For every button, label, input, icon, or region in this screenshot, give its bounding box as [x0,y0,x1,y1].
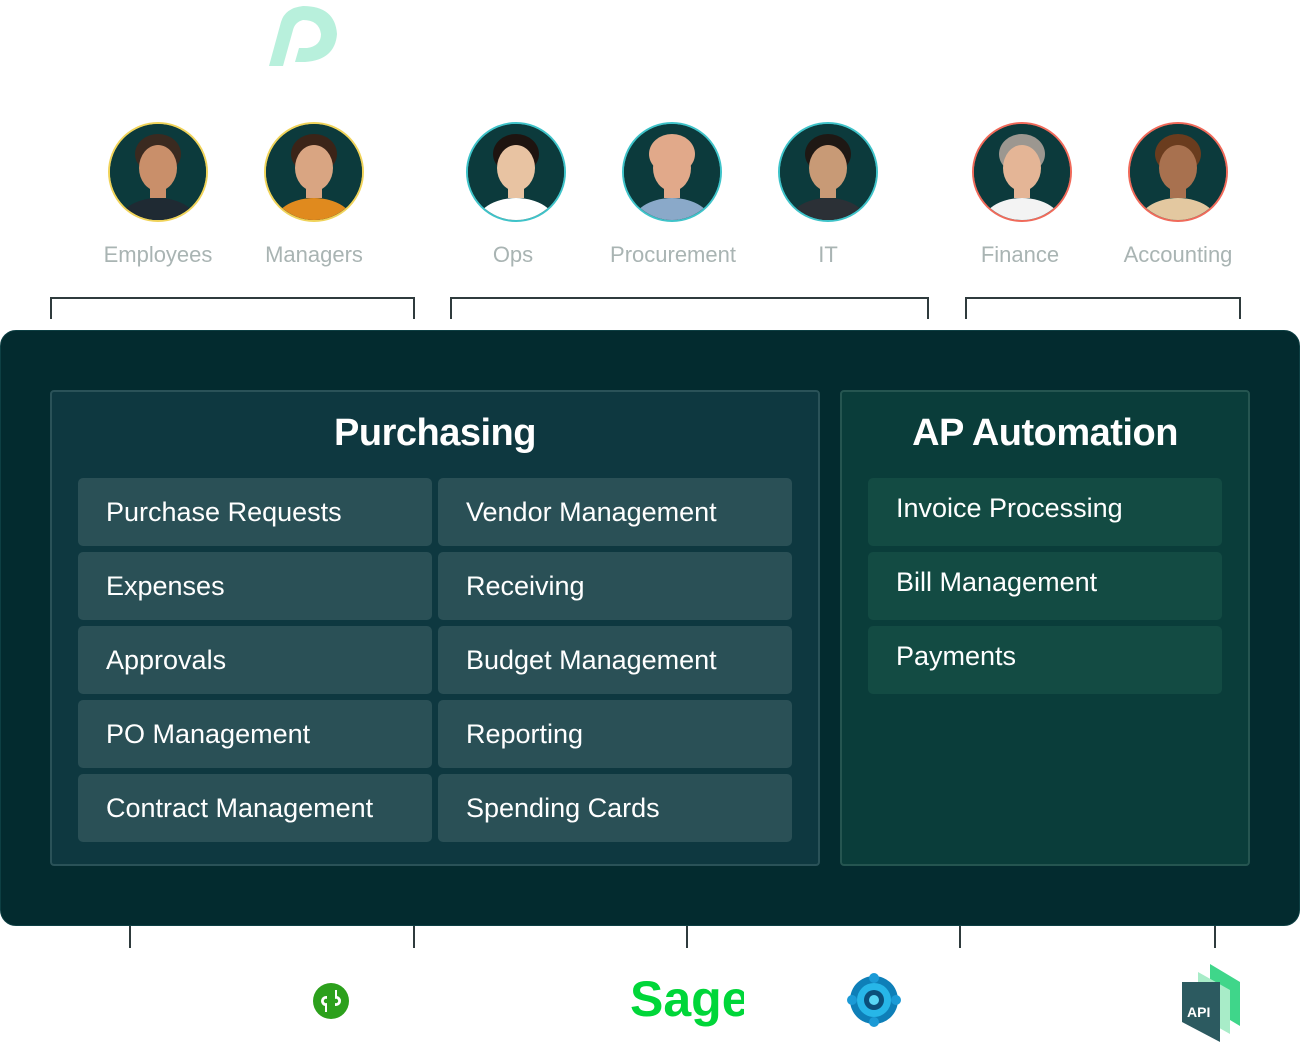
role-label-procurement: Procurement [610,242,736,267]
connector-line [129,926,131,948]
feature-tile-bill-management: Bill Management [868,552,1222,620]
feature-tile-spending-cards: Spending Cards [438,774,792,842]
feature-tile-contract-management: Contract Management [78,774,432,842]
feature-tile-invoice-processing: Invoice Processing [868,478,1222,546]
role-label-it: IT [818,242,838,267]
avatar-it [778,122,878,222]
feature-tile-approvals: Approvals [78,626,432,694]
brand-logo-icon [255,0,345,70]
avatar-managers [264,122,364,222]
connector-line [686,926,688,948]
feature-tile-budget-management: Budget Management [438,626,792,694]
sage-logo: Sage [628,971,750,1041]
avatar-employees [108,122,208,222]
role-label-finance: Finance [980,242,1060,267]
role-label-ops: Ops [492,242,534,267]
feature-tile-purchase-requests: Purchase Requests [78,478,432,546]
role-label-employees: Employees [103,242,213,267]
feature-tile-reporting: Reporting [438,700,792,768]
quickbooks-logo-icon [312,982,350,1025]
connector-line [1214,926,1216,948]
purchasing-title: Purchasing [334,412,536,454]
connector-line [413,926,415,948]
feature-tile-expenses: Expenses [78,552,432,620]
role-label-managers: Managers [265,242,363,267]
group-bracket-employees-managers [50,297,415,319]
feature-tile-receiving: Receiving [438,552,792,620]
api-logo-icon: API [1180,960,1248,1042]
group-bracket-finance-accounting [965,297,1241,319]
api-label: API [1187,1004,1210,1020]
connector-line [959,926,961,948]
feature-tile-payments: Payments [868,626,1222,694]
ap-automation-title: AP Automation [912,412,1178,454]
group-bracket-ops-procurement-it [450,297,929,319]
dynamics-365-logo-icon [846,972,902,1033]
avatar-accounting [1128,122,1228,222]
avatar-procurement [622,122,722,222]
feature-tile-po-management: PO Management [78,700,432,768]
feature-tile-vendor-management: Vendor Management [438,478,792,546]
sage-logo-text: Sage [630,972,744,1027]
avatar-ops [466,122,566,222]
avatar-finance [972,122,1072,222]
role-label-accounting: Accounting [1123,242,1233,267]
